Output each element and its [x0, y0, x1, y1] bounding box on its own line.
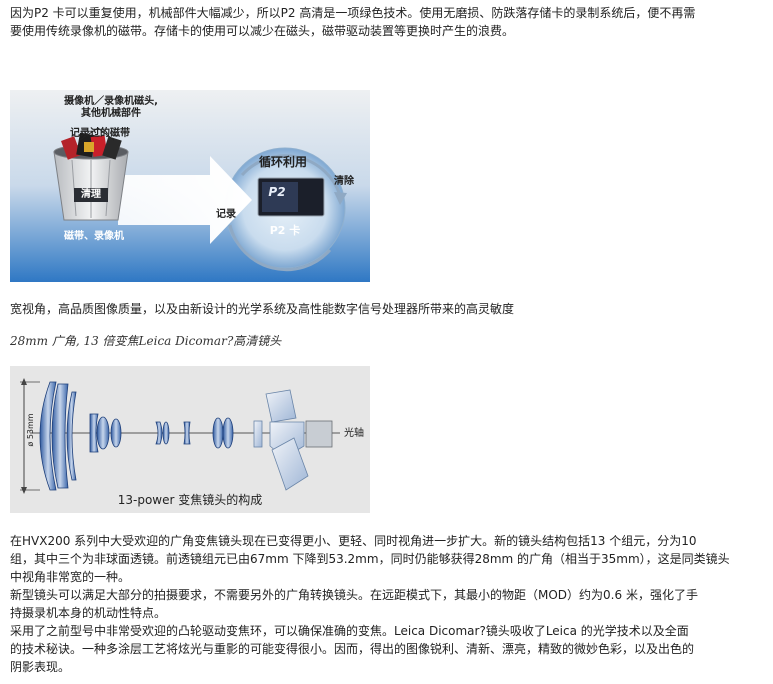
lens-caption: 13-power 变焦镜头的构成 [117, 493, 263, 507]
label-heads: 摄像机／录像机磁头, [64, 96, 158, 107]
body-line: 中视角非常宽的一种。 [10, 570, 131, 584]
p2-recycle-figure: 摄像机／录像机磁头, 其他机械部件 记录过的磁带 清理 磁带、录像机 循环利用 … [10, 90, 370, 282]
label-erase: 清除 [334, 176, 354, 187]
feature-line: 宽视角，高品质图像质量，以及由新设计的光学系统及高性能数字信号处理器所带来的高灵… [10, 302, 515, 316]
label-recorded-tape: 记录过的磁带 [70, 128, 130, 139]
label-mechanical-parts: 其他机械部件 [81, 108, 141, 119]
label-record: 记录 [216, 209, 236, 220]
lens-diagram [10, 366, 370, 513]
intro-line: 要使用传统录像机的磁带。存储卡的使用可以减少在磁头，磁带驱动装置等更换时产生的浪… [10, 24, 515, 38]
body-line: 的技术秘诀。一种多涂层工艺将炫光与重影的可能变得很小。因而，得出的图像锐利、清新… [10, 642, 695, 656]
diameter-label: ø 53mm [26, 413, 35, 447]
p2-card-logo-text: P2 [268, 185, 286, 199]
p2-recycle-graphic [10, 90, 370, 282]
body-paragraph: 在HVX200 系列中大受欢迎的广角变焦镜头现在已变得更小、更轻、同时视角进一步… [10, 532, 762, 676]
intro-line: 因为P2 卡可以重复使用，机械部件大幅减少，所以P2 高清是一项绿色技术。使用无… [10, 6, 696, 20]
lens-construction-figure: ø 53mm 光轴 13-power 变焦镜头的构成 [10, 366, 370, 513]
body-line: 阴影表现。 [10, 660, 71, 674]
body-line: 在HVX200 系列中大受欢迎的广角变焦镜头现在已变得更小、更轻、同时视角进一步… [10, 534, 697, 548]
body-line: 持摄录机本身的机动性特点。 [10, 606, 167, 620]
intro-paragraph: 因为P2 卡可以重复使用，机械部件大幅减少，所以P2 高清是一项绿色技术。使用无… [10, 4, 762, 40]
body-line: 采用了之前型号中非常受欢迎的凸轮驱动变焦环，可以确保准确的变焦。Leica Di… [10, 624, 689, 638]
lens-subtitle: 28mm 广角, 13 倍变焦Leica Dicomar?高清镜头 [10, 334, 282, 348]
body-line: 新型镜头可以满足大部分的拍摄要求，不需要另外的广角转换镜头。在远距模式下，其最小… [10, 588, 698, 602]
optical-axis-label: 光轴 [344, 428, 364, 439]
label-tape-deck: 磁带、录像机 [64, 231, 124, 242]
label-p2-card: P2 卡 [269, 224, 301, 237]
label-clean: 清理 [81, 189, 101, 200]
label-recycle: 循环利用 [258, 155, 307, 169]
body-line: 组，其中三个为非球面透镜。前透镜组元已由67mm 下降到53.2mm，同时仍能够… [10, 552, 730, 566]
